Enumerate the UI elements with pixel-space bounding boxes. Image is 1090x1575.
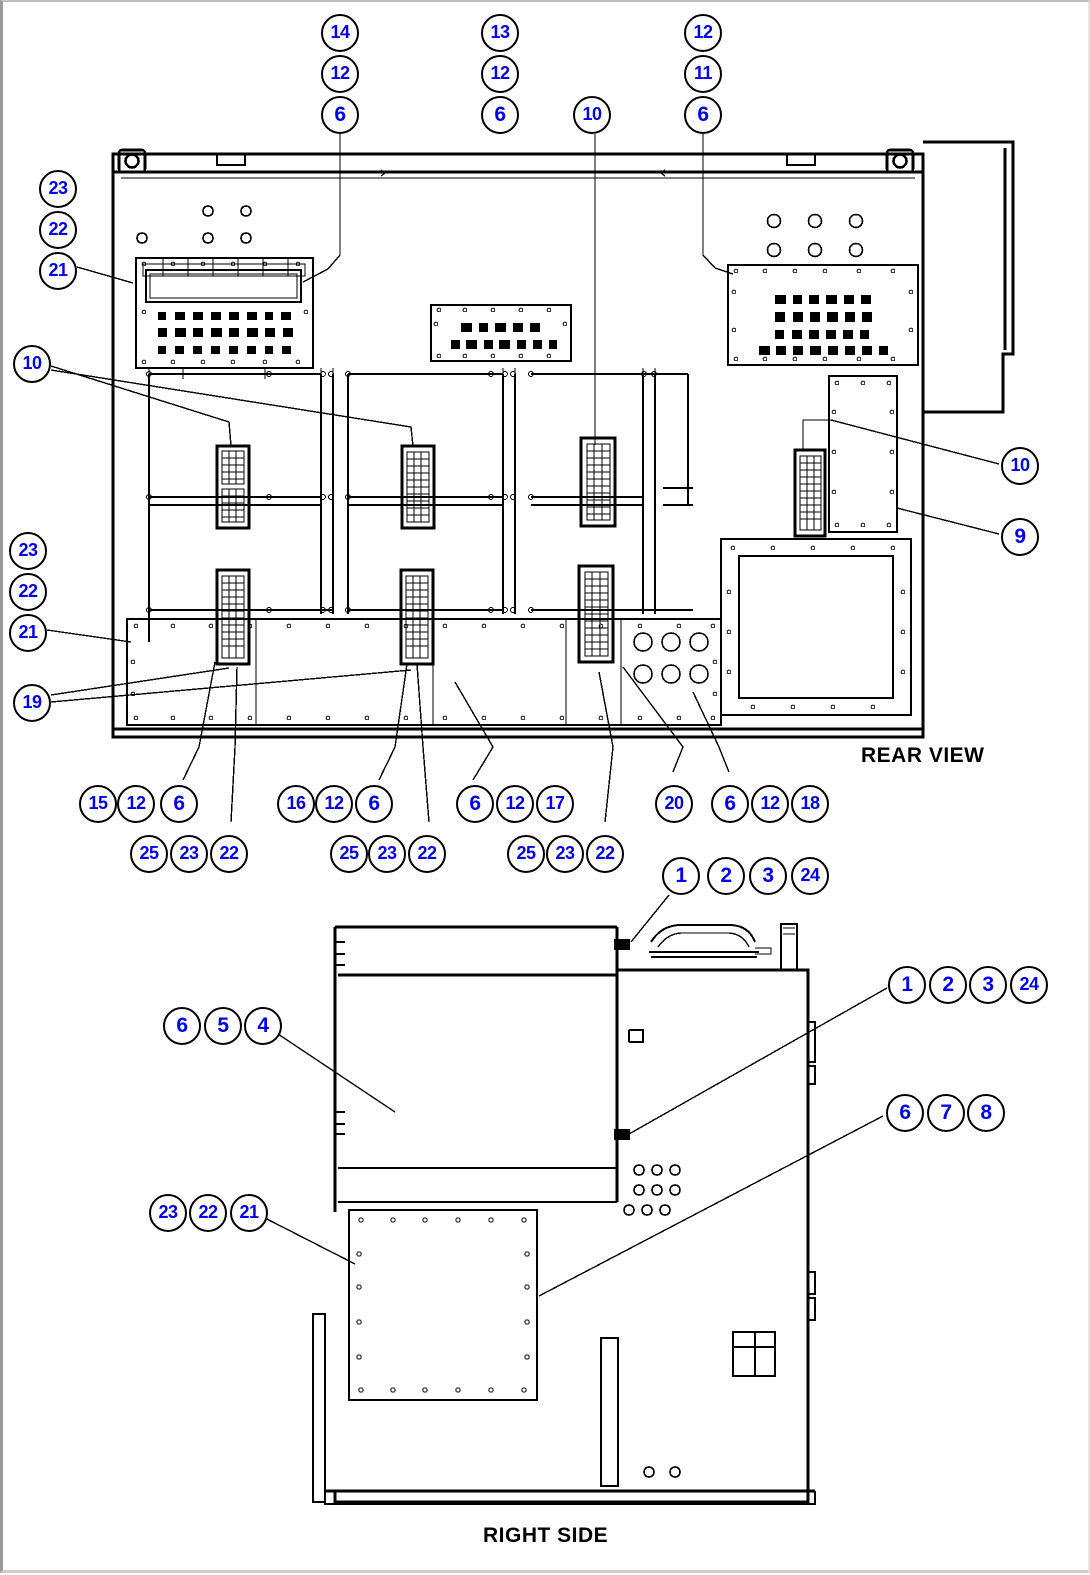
callout-bubble-6[interactable]: 6 <box>163 1007 201 1045</box>
callout-bubble-22[interactable]: 22 <box>210 835 248 873</box>
callout-bubble-22[interactable]: 22 <box>408 835 446 873</box>
callout-bubble-12[interactable]: 12 <box>684 14 722 52</box>
leader-lines-right <box>802 419 1000 535</box>
callout-bubble-17[interactable]: 17 <box>536 785 574 823</box>
callout-bubble-10[interactable]: 10 <box>13 345 51 383</box>
callout-bubble-6[interactable]: 6 <box>886 1094 924 1132</box>
view-title-right-side-view: RIGHT SIDE <box>483 1524 609 1547</box>
callout-bubble-6[interactable]: 6 <box>160 785 198 823</box>
lower-cover-plate <box>113 618 923 731</box>
internal-bus-framework <box>146 368 693 642</box>
callout-bubble-23[interactable]: 23 <box>546 835 584 873</box>
callout-bubble-18[interactable]: 18 <box>791 785 829 823</box>
callout-bubble-24[interactable]: 24 <box>791 857 829 895</box>
callout-bubble-16[interactable]: 16 <box>277 785 315 823</box>
connector-block <box>215 444 251 530</box>
right-breaker-panel <box>726 213 920 367</box>
callout-bubble-6[interactable]: 6 <box>321 96 359 134</box>
callout-bubble-23[interactable]: 23 <box>170 835 208 873</box>
leader-lines-left <box>46 266 414 703</box>
callout-bubble-6[interactable]: 6 <box>711 785 749 823</box>
callout-bubble-21[interactable]: 21 <box>9 614 47 652</box>
callout-bubble-6[interactable]: 6 <box>481 96 519 134</box>
callout-bubble-20[interactable]: 20 <box>655 785 693 823</box>
callout-bubble-25[interactable]: 25 <box>507 835 545 873</box>
connector-block <box>400 444 436 530</box>
callout-bubble-10[interactable]: 10 <box>573 96 611 134</box>
center-terminal-panel <box>430 304 572 362</box>
callout-bubble-21[interactable]: 21 <box>230 1194 268 1232</box>
callout-bubble-3[interactable]: 3 <box>749 857 787 895</box>
callout-bubble-22[interactable]: 22 <box>189 1194 227 1232</box>
callout-bubble-9[interactable]: 9 <box>1001 518 1039 556</box>
callout-bubble-7[interactable]: 7 <box>927 1094 965 1132</box>
connector-block-group <box>215 436 827 666</box>
connector-block <box>577 564 615 664</box>
connector-block <box>579 436 617 528</box>
connector-block <box>215 568 251 666</box>
rear-right-appendage <box>923 140 1015 414</box>
callout-bubble-4[interactable]: 4 <box>244 1007 282 1045</box>
callout-bubble-22[interactable]: 22 <box>9 573 47 611</box>
connector-block <box>399 568 435 666</box>
leader-lines-top <box>302 134 734 445</box>
callout-bubble-12[interactable]: 12 <box>315 785 353 823</box>
callout-bubble-12[interactable]: 12 <box>321 55 359 93</box>
callout-bubble-2[interactable]: 2 <box>929 966 967 1004</box>
rear-cabinet-outline <box>111 148 925 739</box>
leader-lines-bottom <box>182 661 730 823</box>
callout-bubble-12[interactable]: 12 <box>481 55 519 93</box>
left-breaker-panel <box>134 205 315 370</box>
callout-bubble-6[interactable]: 6 <box>684 96 722 134</box>
callout-bubble-22[interactable]: 22 <box>586 835 624 873</box>
callout-bubble-21[interactable]: 21 <box>39 252 77 290</box>
callout-bubble-23[interactable]: 23 <box>39 170 77 208</box>
callout-bubble-14[interactable]: 14 <box>321 14 359 52</box>
callout-bubble-6[interactable]: 6 <box>456 785 494 823</box>
callout-bubble-6[interactable]: 6 <box>355 785 393 823</box>
callout-bubble-3[interactable]: 3 <box>969 966 1007 1004</box>
callout-bubble-8[interactable]: 8 <box>967 1094 1005 1132</box>
callout-bubble-1[interactable]: 1 <box>662 857 700 895</box>
right-window-panel <box>719 537 913 717</box>
callout-bubble-25[interactable]: 25 <box>330 835 368 873</box>
callout-bubble-10[interactable]: 10 <box>1001 447 1039 485</box>
callout-bubble-12[interactable]: 12 <box>751 785 789 823</box>
right-access-plate <box>828 375 898 533</box>
view-title-rear-view: REAR VIEW <box>861 744 985 767</box>
callout-bubble-22[interactable]: 22 <box>39 211 77 249</box>
callout-bubble-15[interactable]: 15 <box>79 785 117 823</box>
leader-lines-right-view <box>260 894 888 1297</box>
callout-bubble-2[interactable]: 2 <box>707 857 745 895</box>
callout-bubble-25[interactable]: 25 <box>130 835 168 873</box>
connector-block <box>793 448 827 538</box>
callout-bubble-5[interactable]: 5 <box>204 1007 242 1045</box>
callout-bubble-1[interactable]: 1 <box>888 966 926 1004</box>
right-side-outline <box>312 923 817 1506</box>
callout-bubble-11[interactable]: 11 <box>684 55 722 93</box>
technical-drawing-artwork <box>46 134 1015 1506</box>
callout-bubble-23[interactable]: 23 <box>368 835 406 873</box>
callout-bubble-23[interactable]: 23 <box>9 532 47 570</box>
callout-bubble-12[interactable]: 12 <box>117 785 155 823</box>
callout-bubble-23[interactable]: 23 <box>149 1194 187 1232</box>
callout-bubble-19[interactable]: 19 <box>13 684 51 722</box>
callout-bubble-13[interactable]: 13 <box>481 14 519 52</box>
callout-bubble-24[interactable]: 24 <box>1010 966 1048 1004</box>
callout-bubble-12[interactable]: 12 <box>496 785 534 823</box>
